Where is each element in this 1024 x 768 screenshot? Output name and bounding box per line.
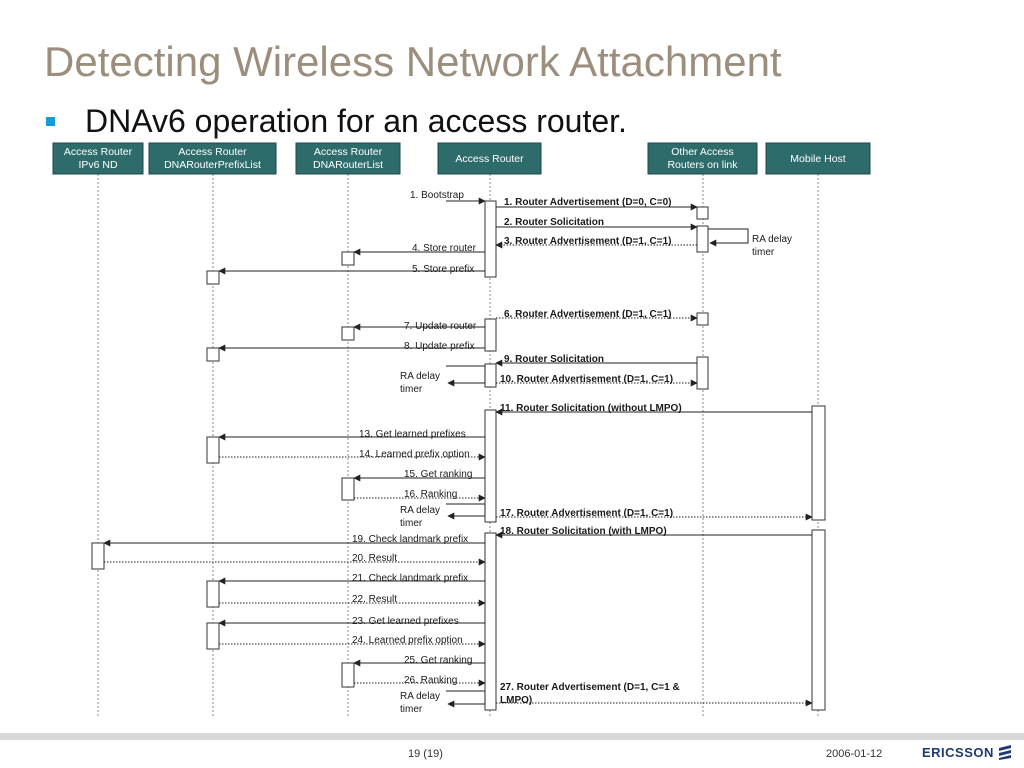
timer-label: RA delay [400, 691, 440, 702]
activation-bar [484, 409, 497, 523]
activation-bar [696, 356, 709, 390]
message-label: 5. Store prefix [412, 264, 474, 275]
footer-divider [0, 733, 1024, 740]
message-label: 11. Router Solicitation (without LMPO) [500, 403, 682, 414]
actor-label: Mobile Host [790, 153, 846, 165]
timer-bracket [446, 503, 486, 520]
actor-label: Access Router [64, 146, 133, 158]
page-number: 19 (19) [408, 748, 443, 760]
brand-wordmark: ERICSSON [922, 744, 994, 760]
message-label: 14. Learned prefix option [359, 449, 470, 460]
timer-label: timer [752, 247, 775, 258]
actor-label: Other Access [671, 146, 733, 158]
actor-box [437, 142, 542, 175]
actor-label: Access Router [178, 146, 247, 158]
message-label: 1. Router Advertisement (D=0, C=0) [504, 197, 671, 208]
actor-label: IPv6 ND [78, 159, 118, 171]
message-label: 16. Ranking [404, 489, 457, 500]
activation-bar [484, 363, 497, 388]
activation-bar [341, 251, 355, 266]
timer-label: timer [400, 704, 423, 715]
message-label: 22. Result [352, 594, 397, 605]
message-label: 10. Router Advertisement (D=1, C=1) [500, 374, 673, 385]
activation-bar [341, 477, 355, 501]
activation-bar [484, 532, 497, 711]
activation-bar [341, 662, 355, 688]
message-label: 21. Check landmark prefix [352, 573, 468, 584]
timer-label: RA delay [400, 371, 440, 382]
timer-bracket [446, 690, 486, 708]
activation-bar [484, 318, 497, 352]
actor-box [765, 142, 871, 175]
slide-title: Detecting Wireless Network Attachment [44, 38, 782, 85]
actor-box [647, 142, 758, 175]
activation-bar [206, 270, 220, 285]
message-label: 4. Store router [412, 243, 477, 254]
activation-bar [206, 347, 220, 362]
activation-bar [91, 542, 105, 570]
message-label: 7. Update router [404, 321, 477, 332]
message-label: 19. Check landmark prefix [352, 534, 468, 545]
message-label: 23. Get learned prefixes [352, 616, 459, 627]
activation-bar [206, 436, 220, 464]
activation-bar [696, 206, 709, 220]
activation-bar [206, 580, 220, 608]
ericsson-mark-icon [998, 745, 1011, 760]
ericsson-logo: ERICSSON [922, 744, 1012, 760]
timer-label: RA delay [400, 505, 440, 516]
timer-label: RA delay [752, 234, 792, 245]
message-label: 20. Result [352, 553, 397, 564]
message-label: 9. Router Solicitation [504, 354, 604, 365]
activation-bar [206, 622, 220, 650]
timer-bracket [708, 228, 749, 247]
message-label: 24. Learned prefix option [352, 635, 463, 646]
message-label: 25. Get ranking [404, 655, 472, 666]
message-label: 26. Ranking [404, 675, 457, 686]
timer-label: timer [400, 518, 423, 529]
message-label: 15. Get ranking [404, 469, 472, 480]
activation-bar [696, 312, 709, 326]
activation-bar [811, 405, 826, 521]
bullet-text: DNAv6 operation for an access router. [85, 103, 627, 139]
actor-box [148, 142, 277, 175]
activation-bar [811, 529, 826, 711]
message-label: 1. Bootstrap [410, 190, 464, 201]
message-label: 17. Router Advertisement (D=1, C=1) [500, 508, 673, 519]
timer-label: timer [400, 384, 423, 395]
message-label: 18. Router Solicitation (with LMPO) [500, 526, 667, 537]
activation-bar [484, 200, 497, 278]
message-label: 13. Get learned prefixes [359, 429, 466, 440]
footer-date: 2006-01-12 [826, 748, 883, 760]
bullet-square-icon [46, 117, 55, 126]
message-label: 27. Router Advertisement (D=1, C=1 & [500, 682, 680, 693]
message-label: LMPO) [500, 695, 532, 706]
actor-label: Routers on link [667, 159, 738, 171]
actor-label: DNARouterList [313, 159, 383, 171]
actor-box [52, 142, 144, 175]
message-label: 3. Router Advertisement (D=1, C=1) [504, 236, 671, 247]
timer-bracket [446, 365, 486, 387]
message-label: 8. Update prefix [404, 341, 475, 352]
actor-label: Access Router [455, 153, 524, 165]
actor-label: Access Router [314, 146, 383, 158]
message-label: 6. Router Advertisement (D=1, C=1) [504, 309, 671, 320]
actor-box [295, 142, 401, 175]
activation-bar [341, 326, 355, 341]
bullet-item: DNAv6 operation for an access router. [46, 103, 627, 140]
activation-bar [696, 225, 709, 253]
message-label: 2. Router Solicitation [504, 217, 604, 228]
actor-label: DNARouterPrefixList [164, 159, 261, 171]
